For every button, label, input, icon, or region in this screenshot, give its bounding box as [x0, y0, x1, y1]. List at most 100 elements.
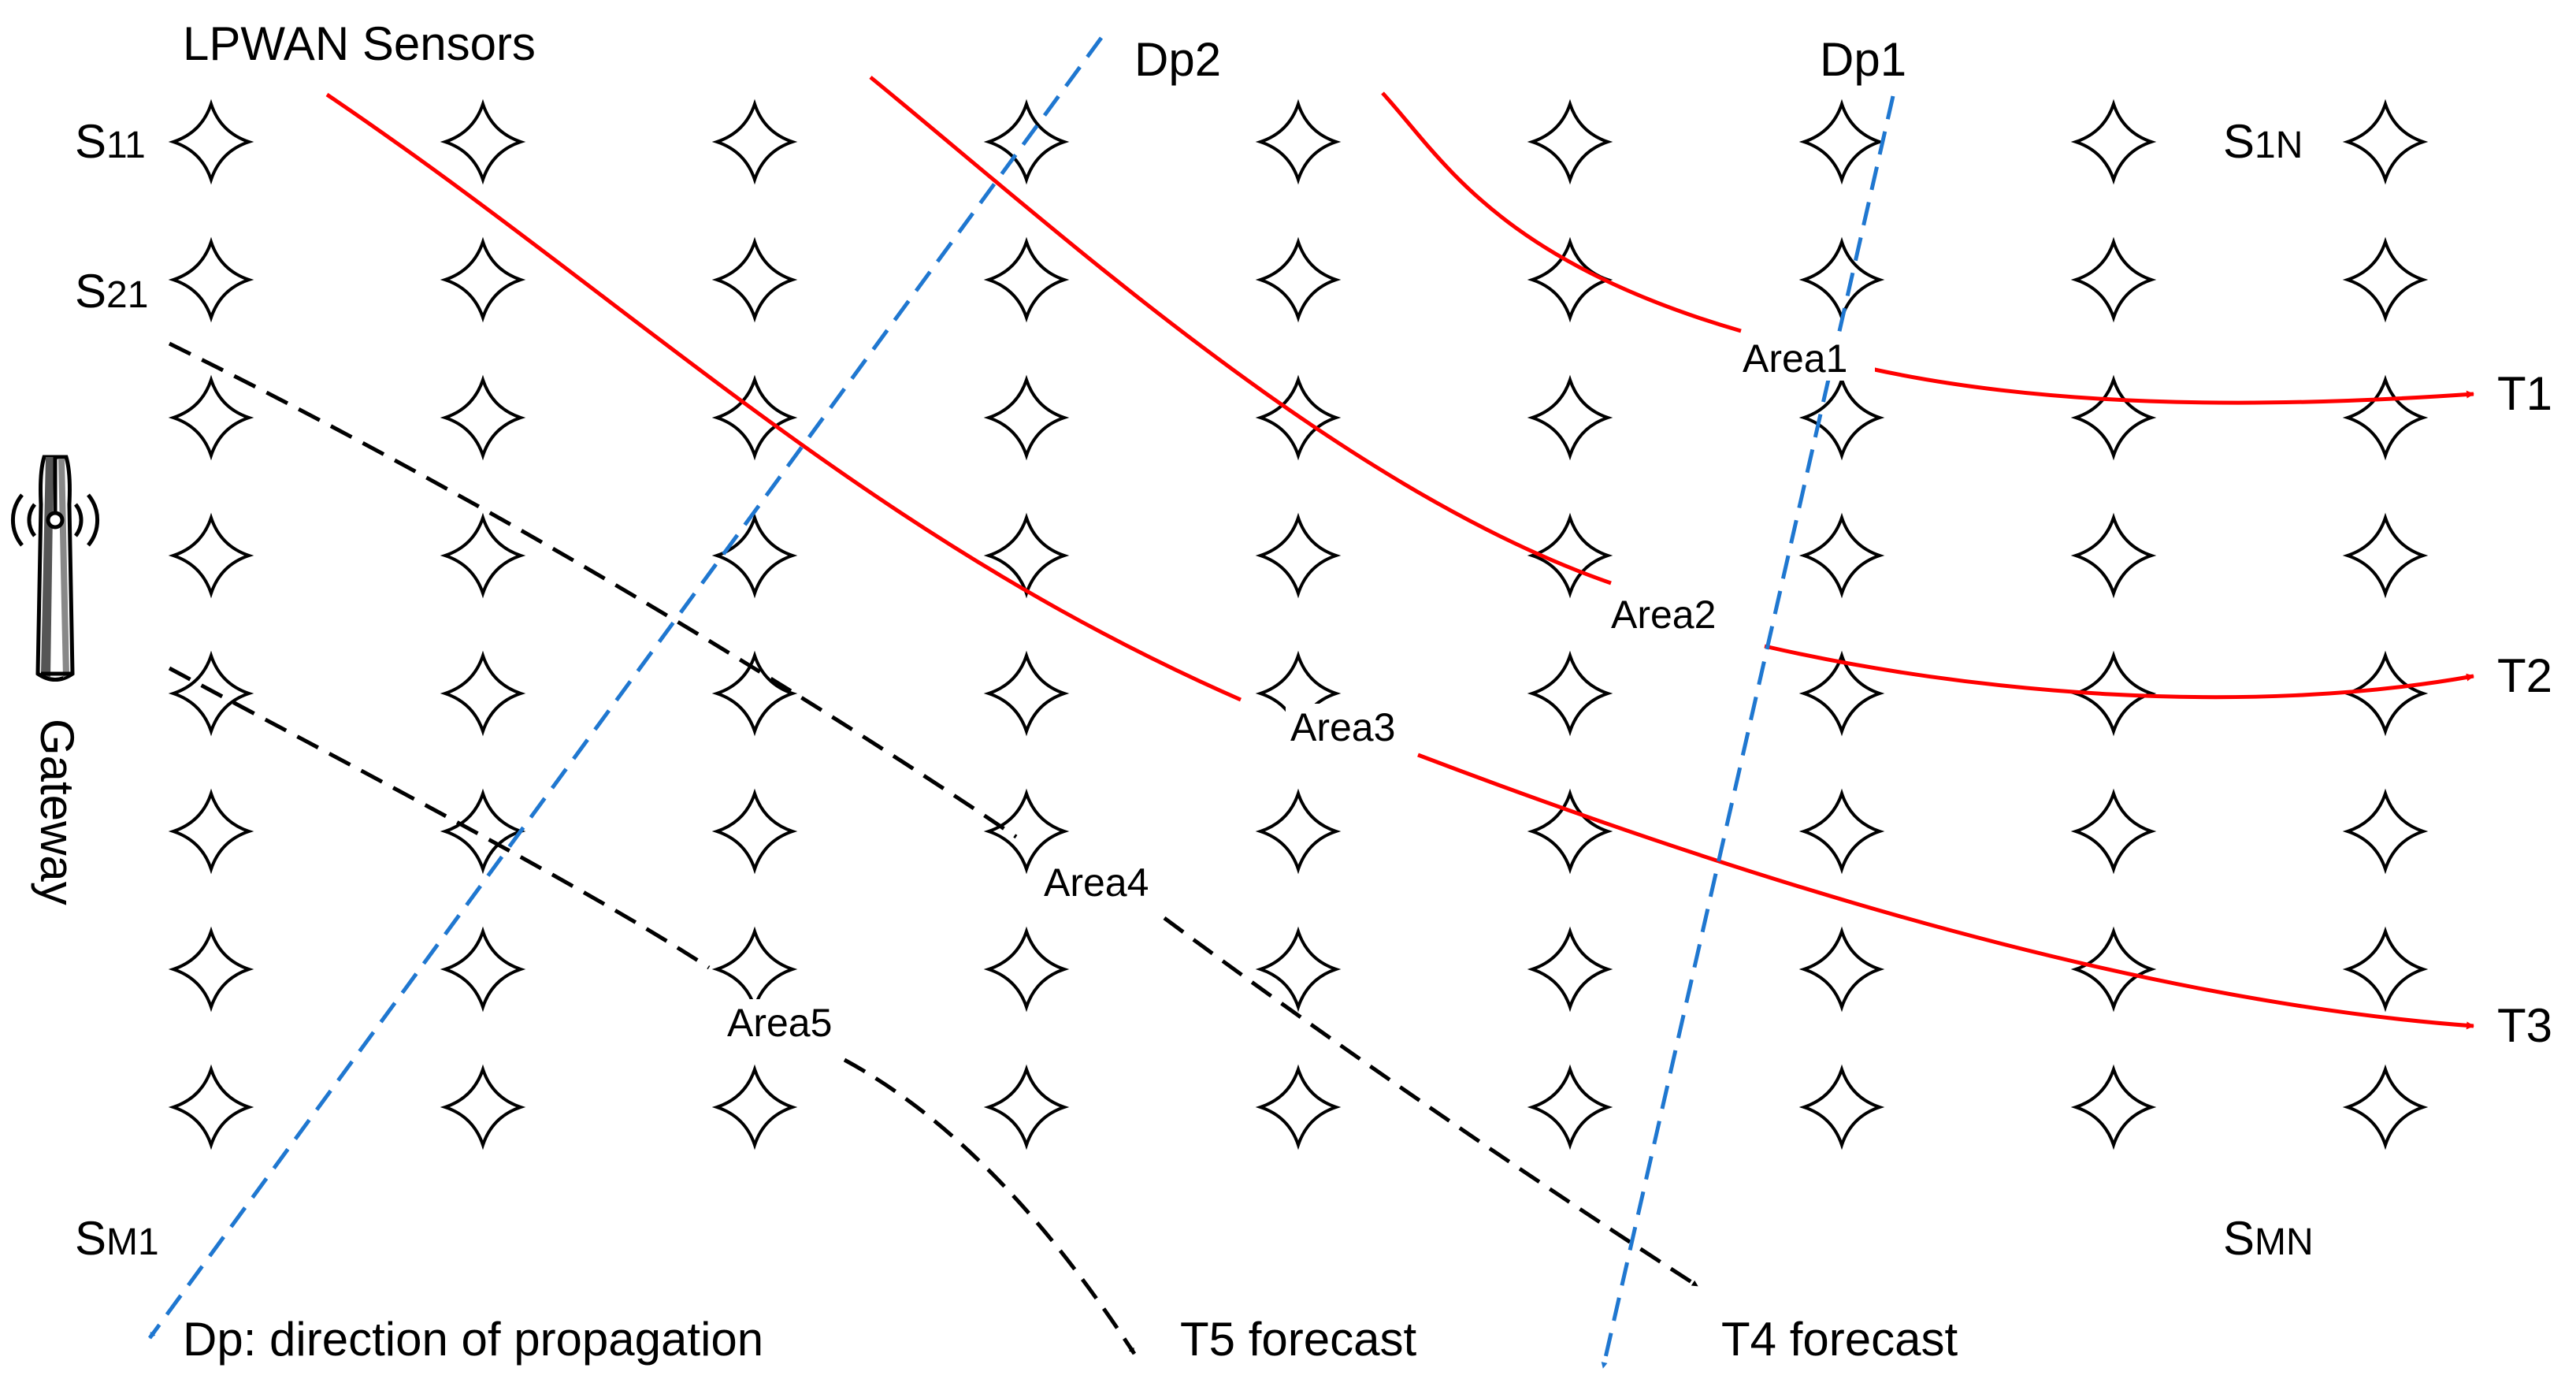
forecast-dashed-paths: [168, 341, 1699, 1355]
sensor-star-icon: [2342, 512, 2429, 599]
sensor-star-icon: [711, 236, 798, 323]
gateway-label: Gateway: [31, 719, 84, 905]
sensor-star-icon: [1798, 236, 1885, 323]
sensor-star-icon: [1255, 926, 1342, 1013]
sensor-star-icon: [1527, 512, 1613, 599]
s11-label: S11: [75, 115, 146, 168]
gateway-antenna-icon: [10, 455, 100, 682]
dp2-label: Dp2: [1134, 33, 1221, 86]
sensor-star-icon: [168, 512, 254, 599]
path-area4: [168, 341, 1018, 839]
sensor-star-icon: [168, 98, 254, 185]
area1-label: Area1: [1743, 336, 1847, 381]
path-area4-arrow: [1163, 916, 1699, 1288]
sensor-star-icon: [2342, 98, 2429, 185]
curve-area1-segment: [1381, 91, 1742, 333]
sensor-star-icon: [711, 98, 798, 185]
sensor-star-icon: [440, 374, 526, 461]
area-labels: Area1 Area2 Area3 Area4 Area5: [723, 335, 1875, 1045]
sensor-star-icon: [440, 788, 526, 875]
curve-area3-segment: [325, 92, 1242, 702]
sensor-star-icon: [983, 788, 1070, 875]
sensor-star-icon: [1255, 98, 1342, 185]
sensor-star-icon: [1527, 374, 1613, 461]
sensor-star-icon: [711, 1064, 798, 1150]
sensor-star-icon: [711, 512, 798, 599]
sensor-star-icon: [1527, 650, 1613, 737]
sensor-star-icon: [983, 1064, 1070, 1150]
curve-area1-t1: [1870, 366, 2474, 405]
area3-label: Area3: [1290, 705, 1395, 749]
s1n-label: S1N: [2223, 115, 2303, 168]
sensor-star-icon: [2070, 98, 2157, 185]
sensor-star-icon: [168, 926, 254, 1013]
sm1-label: SM1: [75, 1212, 159, 1265]
dp2-line: [147, 36, 1104, 1340]
area4-label: Area4: [1044, 860, 1149, 905]
sensor-star-icon: [711, 650, 798, 737]
sensor-star-icon: [983, 512, 1070, 599]
sensor-star-icon: [168, 374, 254, 461]
sensor-star-icon: [2070, 788, 2157, 875]
sensor-star-icon: [440, 236, 526, 323]
sensor-star-icon: [440, 650, 526, 737]
sensor-star-icon: [1798, 374, 1885, 461]
sensors-title: LPWAN Sensors: [183, 17, 536, 70]
sensor-star-icon: [1798, 98, 1885, 185]
sensor-star-icon: [983, 926, 1070, 1013]
sensor-star-icon: [2070, 236, 2157, 323]
sensor-grid: [168, 98, 2429, 1150]
sensor-star-icon: [440, 98, 526, 185]
dp1-label: Dp1: [1820, 33, 1906, 86]
sensor-star-icon: [1527, 926, 1613, 1013]
sensor-star-icon: [1798, 512, 1885, 599]
sensor-star-icon: [1527, 1064, 1613, 1150]
sensor-star-icon: [2070, 512, 2157, 599]
t2-label: T2: [2497, 649, 2552, 702]
area5-label: Area5: [727, 1001, 832, 1045]
sensor-star-icon: [2342, 374, 2429, 461]
legend-text: Dp: direction of propagation: [183, 1313, 763, 1366]
curve-area3-t3: [1417, 753, 2474, 1030]
sensor-star-icon: [440, 926, 526, 1013]
sensor-star-icon: [2342, 788, 2429, 875]
t4-forecast-label: T4 forecast: [1721, 1313, 1958, 1366]
sensor-star-icon: [2342, 926, 2429, 1013]
path-area5: [168, 666, 711, 970]
sensor-star-icon: [1255, 788, 1342, 875]
s21-label: S21: [75, 265, 148, 318]
sensor-star-icon: [711, 788, 798, 875]
sensor-star-icon: [1798, 926, 1885, 1013]
sensor-star-icon: [168, 788, 254, 875]
curve-area2-segment: [869, 76, 1612, 585]
sensor-star-icon: [168, 650, 254, 737]
t3-label: T3: [2497, 999, 2552, 1052]
sensor-star-icon: [440, 1064, 526, 1150]
sensor-star-icon: [983, 236, 1070, 323]
sensor-star-icon: [1798, 650, 1885, 737]
dp1-line: [1601, 95, 1895, 1369]
sensor-star-icon: [711, 374, 798, 461]
sensor-star-icon: [983, 650, 1070, 737]
sensor-star-icon: [1527, 236, 1613, 323]
sensor-star-icon: [1527, 788, 1613, 875]
sensor-star-icon: [2342, 236, 2429, 323]
sensor-star-icon: [1255, 512, 1342, 599]
sensor-star-icon: [2342, 650, 2429, 737]
sensor-star-icon: [2070, 374, 2157, 461]
curve-area2-t2: [1764, 644, 2474, 700]
t5-forecast-label: T5 forecast: [1180, 1313, 1416, 1366]
sensor-star-icon: [1527, 98, 1613, 185]
sensor-star-icon: [1255, 1064, 1342, 1150]
sensor-star-icon: [1798, 788, 1885, 875]
sensor-star-icon: [1798, 1064, 1885, 1150]
sensor-star-icon: [2070, 1064, 2157, 1150]
sensor-star-icon: [711, 926, 798, 1013]
sensor-star-icon: [168, 1064, 254, 1150]
sensor-star-icon: [2342, 1064, 2429, 1150]
smn-label: SMN: [2223, 1212, 2314, 1265]
sensor-star-icon: [168, 236, 254, 323]
forecast-curves: [325, 76, 2474, 1030]
sensor-star-icon: [440, 512, 526, 599]
